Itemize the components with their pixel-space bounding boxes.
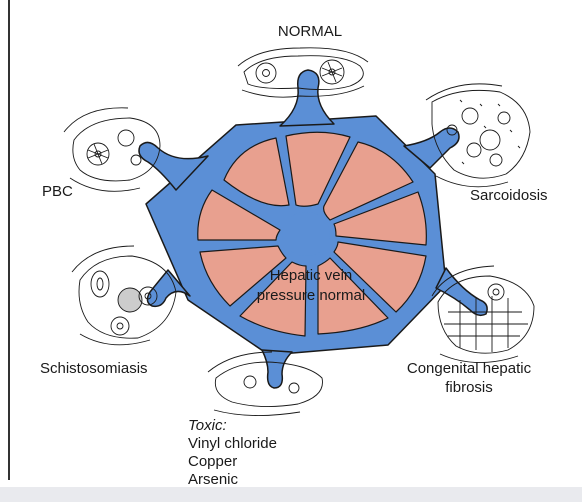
label-congenital-line1: Congenital hepatic <box>407 360 532 377</box>
lobule <box>139 70 487 388</box>
center-label-line1: Hepatic vein <box>270 267 353 284</box>
label-pbc: PBC <box>42 183 73 200</box>
label-sarcoidosis: Sarcoidosis <box>470 187 548 204</box>
toxic-item: Arsenic <box>188 471 239 488</box>
central-vein <box>282 212 330 256</box>
bottom-bar <box>0 487 582 502</box>
toxic-item: Copper <box>188 453 237 470</box>
label-toxic-heading: Toxic: <box>188 417 227 434</box>
label-normal: NORMAL <box>278 23 342 40</box>
label-schistosomiasis: Schistosomiasis <box>40 360 148 377</box>
stalk-normal <box>280 70 334 126</box>
portal-tract-toxic <box>208 352 323 416</box>
center-label-line2: pressure normal <box>257 287 365 304</box>
stalk-toxic <box>262 350 292 388</box>
stalk-congenital <box>436 268 487 315</box>
label-congenital-line2: fibrosis <box>445 379 493 396</box>
toxic-item: Vinyl chloride <box>188 435 277 452</box>
